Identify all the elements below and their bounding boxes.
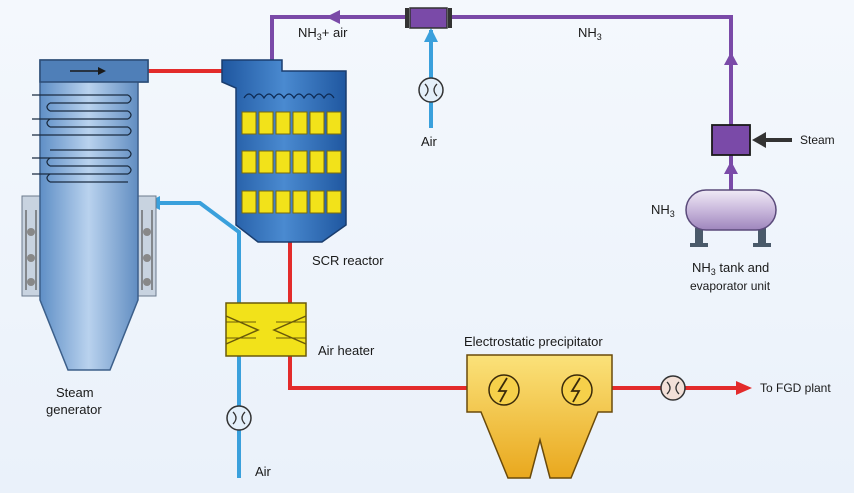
label-air-bottom: Air (255, 464, 272, 479)
gas-flow-arrow-icon (98, 67, 106, 75)
combustion-air-fan-icon (226, 405, 252, 431)
esp-electrode-icon-1 (488, 374, 520, 406)
ammonia-evaporator (711, 124, 751, 156)
label-air-heater: Air heater (318, 343, 375, 358)
label-nh3-tank: NH3 (651, 202, 675, 219)
dilution-air-arrow-icon (424, 28, 438, 42)
steam-generator-burner-right (137, 195, 157, 297)
label-steam-generator-1: Steam (56, 385, 94, 400)
label-steam: Steam (800, 133, 835, 147)
label-air-top: Air (421, 134, 438, 149)
to-fgd-arrow-icon (736, 381, 752, 395)
steam-generator (21, 59, 157, 371)
steam-generator-burner-left (21, 195, 41, 297)
ammonia-arrow-left-icon (326, 10, 340, 24)
esp-electrode-icon-2 (561, 374, 593, 406)
scr-reactor (221, 59, 347, 243)
label-steam-generator-2: generator (46, 402, 102, 417)
label-tank-line2: evaporator unit (690, 279, 771, 293)
label-nh3-line: NH3 (578, 25, 602, 42)
label-esp: Electrostatic precipitator (464, 334, 603, 349)
static-mixer (405, 7, 452, 29)
ammonia-injection-grid (243, 93, 335, 100)
catalyst-layer-1 (241, 111, 342, 135)
heat-exchanger-coils (32, 94, 132, 183)
label-to-fgd: To FGD plant (760, 381, 831, 395)
steam-arrowhead-icon (752, 132, 766, 148)
induced-draft-fan-icon (660, 375, 686, 401)
air-heater (225, 302, 307, 357)
catalyst-layer-2 (241, 150, 342, 174)
label-scr-reactor: SCR reactor (312, 253, 384, 268)
ammonia-arrow-up-lower-icon (724, 161, 738, 174)
label-tank-line1: NH3 tank and (692, 260, 769, 277)
dilution-air-fan-icon (418, 77, 444, 103)
ammonia-arrow-up-icon (724, 52, 738, 65)
electrostatic-precipitator (466, 354, 613, 479)
ammonia-tank (685, 189, 777, 247)
label-nh3-air: NH3+ air (298, 25, 348, 42)
flue-gas-pipe-heater-esp (288, 356, 467, 390)
catalyst-layer-3 (241, 190, 342, 214)
